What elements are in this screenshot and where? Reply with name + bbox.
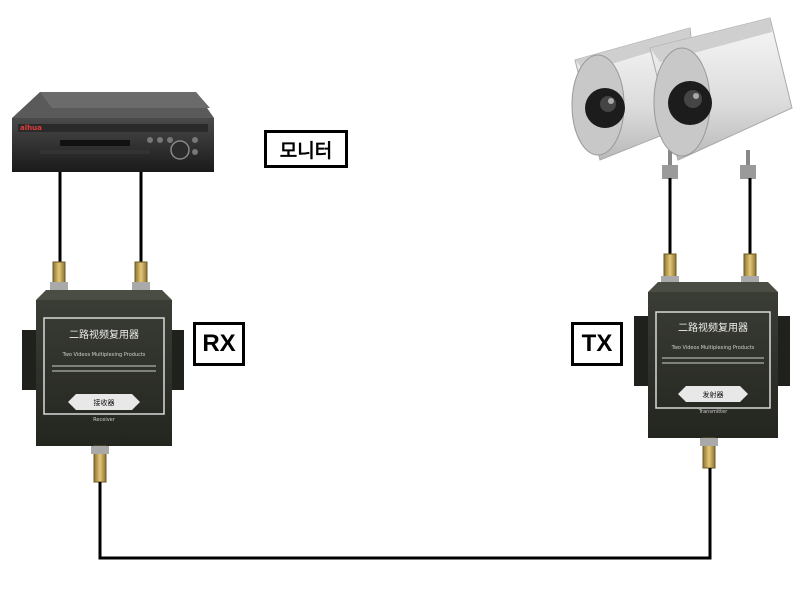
tx-multiplexer-box: 二路视频复用器 Two Videos Multiplexing Products… (634, 253, 790, 469)
rx-box-badge-en: Receiver (93, 417, 116, 423)
rx-label: RX (193, 322, 245, 366)
tx-box-badge: 发射器 (703, 390, 724, 399)
rx-multiplexer-box: 二路视频复用器 Two Videos Multiplexing Products… (22, 261, 184, 483)
tx-box-subtitle: Two Videos Multiplexing Products (671, 345, 755, 351)
tx-label: TX (571, 322, 623, 366)
rx-box-badge: 接收器 (94, 398, 115, 407)
tx-box-title: 二路视频复用器 (678, 321, 748, 334)
dvr-button-cluster (147, 137, 198, 160)
camera-right (649, 17, 793, 179)
tx-box-badge-en: Transmitter (698, 409, 728, 415)
monitor-label: 모니터 (264, 130, 348, 168)
rx-box-title: 二路视频复用器 (69, 328, 139, 341)
cable-rx-tx-link (98, 468, 712, 560)
dvr-brand-logo: alhua (20, 124, 42, 132)
rx-box-subtitle: Two Videos Multiplexing Products (62, 352, 146, 358)
dvr-recorder: alhua (12, 92, 214, 172)
